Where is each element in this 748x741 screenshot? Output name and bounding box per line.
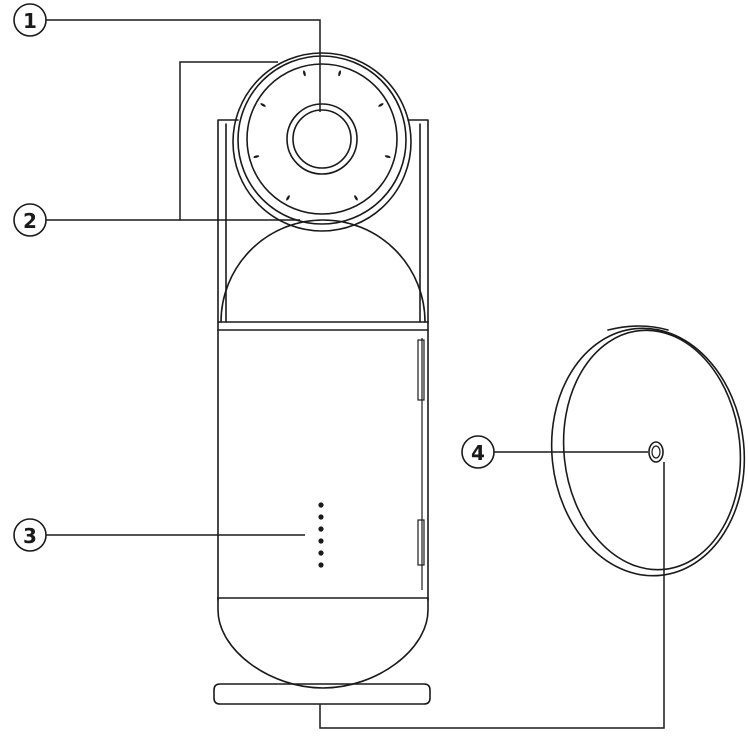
callout-4: 4 [461, 435, 495, 469]
mic-hole [260, 103, 266, 107]
indicator-dot [318, 502, 324, 508]
camera-head-outer-ring [232, 52, 412, 232]
callout-2-label: 2 [23, 209, 37, 233]
mic-hole [378, 103, 384, 107]
callout-1-label: 1 [23, 9, 37, 33]
leader-1 [46, 19, 321, 112]
lens-inner [292, 109, 352, 169]
indicator-dot [318, 550, 324, 556]
side-button [417, 339, 425, 401]
callout-3: 3 [13, 518, 47, 552]
callout-1: 1 [13, 3, 47, 37]
indicator-lights [318, 502, 324, 568]
mic-hole [286, 195, 290, 201]
camera-head-bezel [237, 55, 407, 225]
callout-2: 2 [13, 203, 47, 237]
mic-hole [354, 195, 358, 201]
indicator-dot [318, 514, 324, 520]
body-bottom-dome [217, 597, 429, 689]
device-body [217, 321, 429, 601]
lens-outer [286, 103, 358, 175]
mic-hole [384, 155, 391, 158]
mic-hole [338, 70, 341, 77]
microphone-holes [253, 70, 391, 201]
indicator-dot [318, 526, 324, 532]
leader-lines [46, 19, 665, 729]
callout-3-label: 3 [23, 524, 37, 548]
callout-4-label: 4 [471, 441, 485, 465]
mic-hole [303, 70, 306, 77]
base-plate [213, 683, 431, 705]
leader-4b [319, 462, 665, 729]
camera-sphere [220, 219, 426, 323]
indicator-dot [318, 562, 324, 568]
camera-head-face [246, 63, 398, 215]
side-port [417, 519, 425, 566]
mount-hole [648, 441, 664, 463]
indicator-dot [318, 538, 324, 544]
leader-2 [46, 61, 278, 221]
mic-hole [253, 155, 260, 158]
camera-head [232, 52, 412, 232]
